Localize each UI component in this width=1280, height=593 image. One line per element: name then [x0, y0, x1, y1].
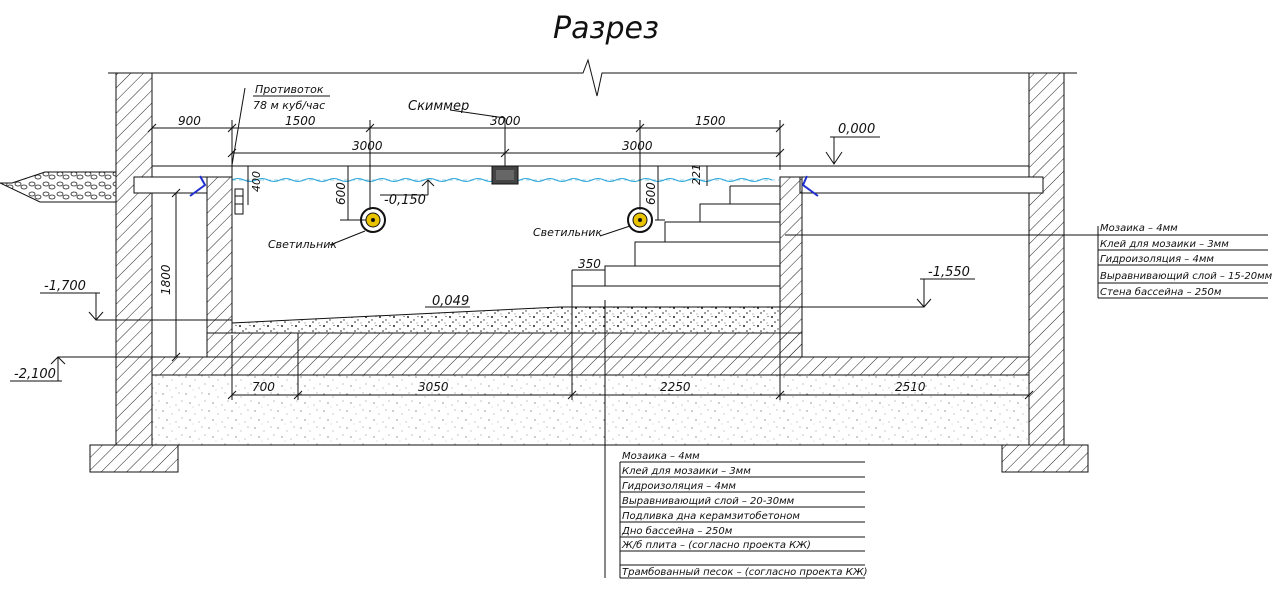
- pool-light-left: [360, 207, 386, 233]
- wall-layers-leader: [785, 226, 1268, 299]
- bottom-fill: [231, 306, 781, 334]
- floor-layer: Дно бассейна – 250м: [621, 525, 733, 537]
- dim-3000a: 3000: [490, 114, 521, 128]
- light-label-right: Светильник: [533, 226, 602, 239]
- dim-400: 400: [250, 171, 263, 192]
- floor-layers-list: Мозаика – 4мм Клей для мозаики – 3мм Гид…: [621, 451, 868, 578]
- dim-221: 221: [690, 164, 703, 185]
- dim-3000b: 3000: [352, 139, 383, 153]
- dim-3000c: 3000: [622, 139, 653, 153]
- dim-2510: 2510: [895, 380, 926, 394]
- counterflow-label-1: Противоток: [255, 83, 324, 96]
- waterproofing-marks: [189, 175, 819, 197]
- wall-layer: Мозаика – 4мм: [1100, 223, 1178, 234]
- rc-slab: [151, 356, 1030, 376]
- ground-line: [108, 58, 1077, 97]
- outer-walls: [89, 72, 1089, 473]
- skimmer-label: Скиммер: [408, 99, 469, 114]
- dim-700: 700: [252, 380, 275, 394]
- dim-3050: 3050: [418, 380, 449, 394]
- wall-layer: Выравнивающий слой – 15-20мм: [1100, 271, 1273, 282]
- floor-layer: Трамбованный песок – (согласно проекта К…: [622, 566, 868, 578]
- dim-1500b: 1500: [695, 114, 726, 128]
- dim-2250: 2250: [660, 380, 691, 394]
- drawing-title: Разрез: [553, 11, 659, 46]
- stairs: [571, 185, 780, 307]
- level-m1700: -1,700: [44, 279, 86, 294]
- floor-layer: Клей для мозаики – 3мм: [622, 466, 751, 477]
- dim-600a: 600: [334, 182, 348, 205]
- dim-350: 350: [578, 257, 601, 271]
- floor-layer: Мозаика – 4мм: [622, 451, 700, 462]
- level-m2100: -2,100: [14, 367, 56, 382]
- dimension-lines-top: [147, 120, 1034, 400]
- sand-base: [151, 374, 1030, 446]
- floor-layer: Подливка дна керамзитобетоном: [622, 510, 800, 522]
- soil-slope: [0, 171, 117, 203]
- wall-layer: Стена бассейна – 250м: [1100, 286, 1222, 298]
- slope-label: 0,049: [432, 294, 469, 309]
- dim-1800: 1800: [159, 264, 173, 295]
- level-m0150: -0,150: [384, 193, 426, 208]
- wall-layer: Клей для мозаики – 3мм: [1100, 239, 1229, 250]
- wall-layer: Гидроизоляция – 4мм: [1100, 254, 1214, 265]
- floor-layer: Ж/б плита – (согласно проекта КЖ): [621, 539, 811, 551]
- floor-layer: Гидроизоляция – 4мм: [622, 481, 736, 492]
- wall-layers-list: Мозаика – 4мм Клей для мозаики – 3мм Гид…: [1100, 223, 1273, 298]
- level-0000: 0,000: [838, 122, 875, 137]
- dim-600b: 600: [644, 182, 658, 205]
- pool-walls: [206, 176, 803, 358]
- dim-900: 900: [178, 114, 201, 128]
- level-marks: [10, 136, 975, 382]
- pool-light-right: [627, 207, 653, 233]
- counterflow-unit: [231, 87, 246, 215]
- deck-slabs: [133, 165, 1044, 194]
- counterflow-label-2: 78 м куб/час: [253, 99, 325, 112]
- floor-layer: Выравнивающий слой – 20-30мм: [622, 496, 795, 507]
- dim-1500a: 1500: [285, 114, 316, 128]
- light-label-left: Светильник: [268, 238, 337, 251]
- level-m1550: -1,550: [928, 265, 970, 280]
- floor-layers-leader: [604, 300, 865, 579]
